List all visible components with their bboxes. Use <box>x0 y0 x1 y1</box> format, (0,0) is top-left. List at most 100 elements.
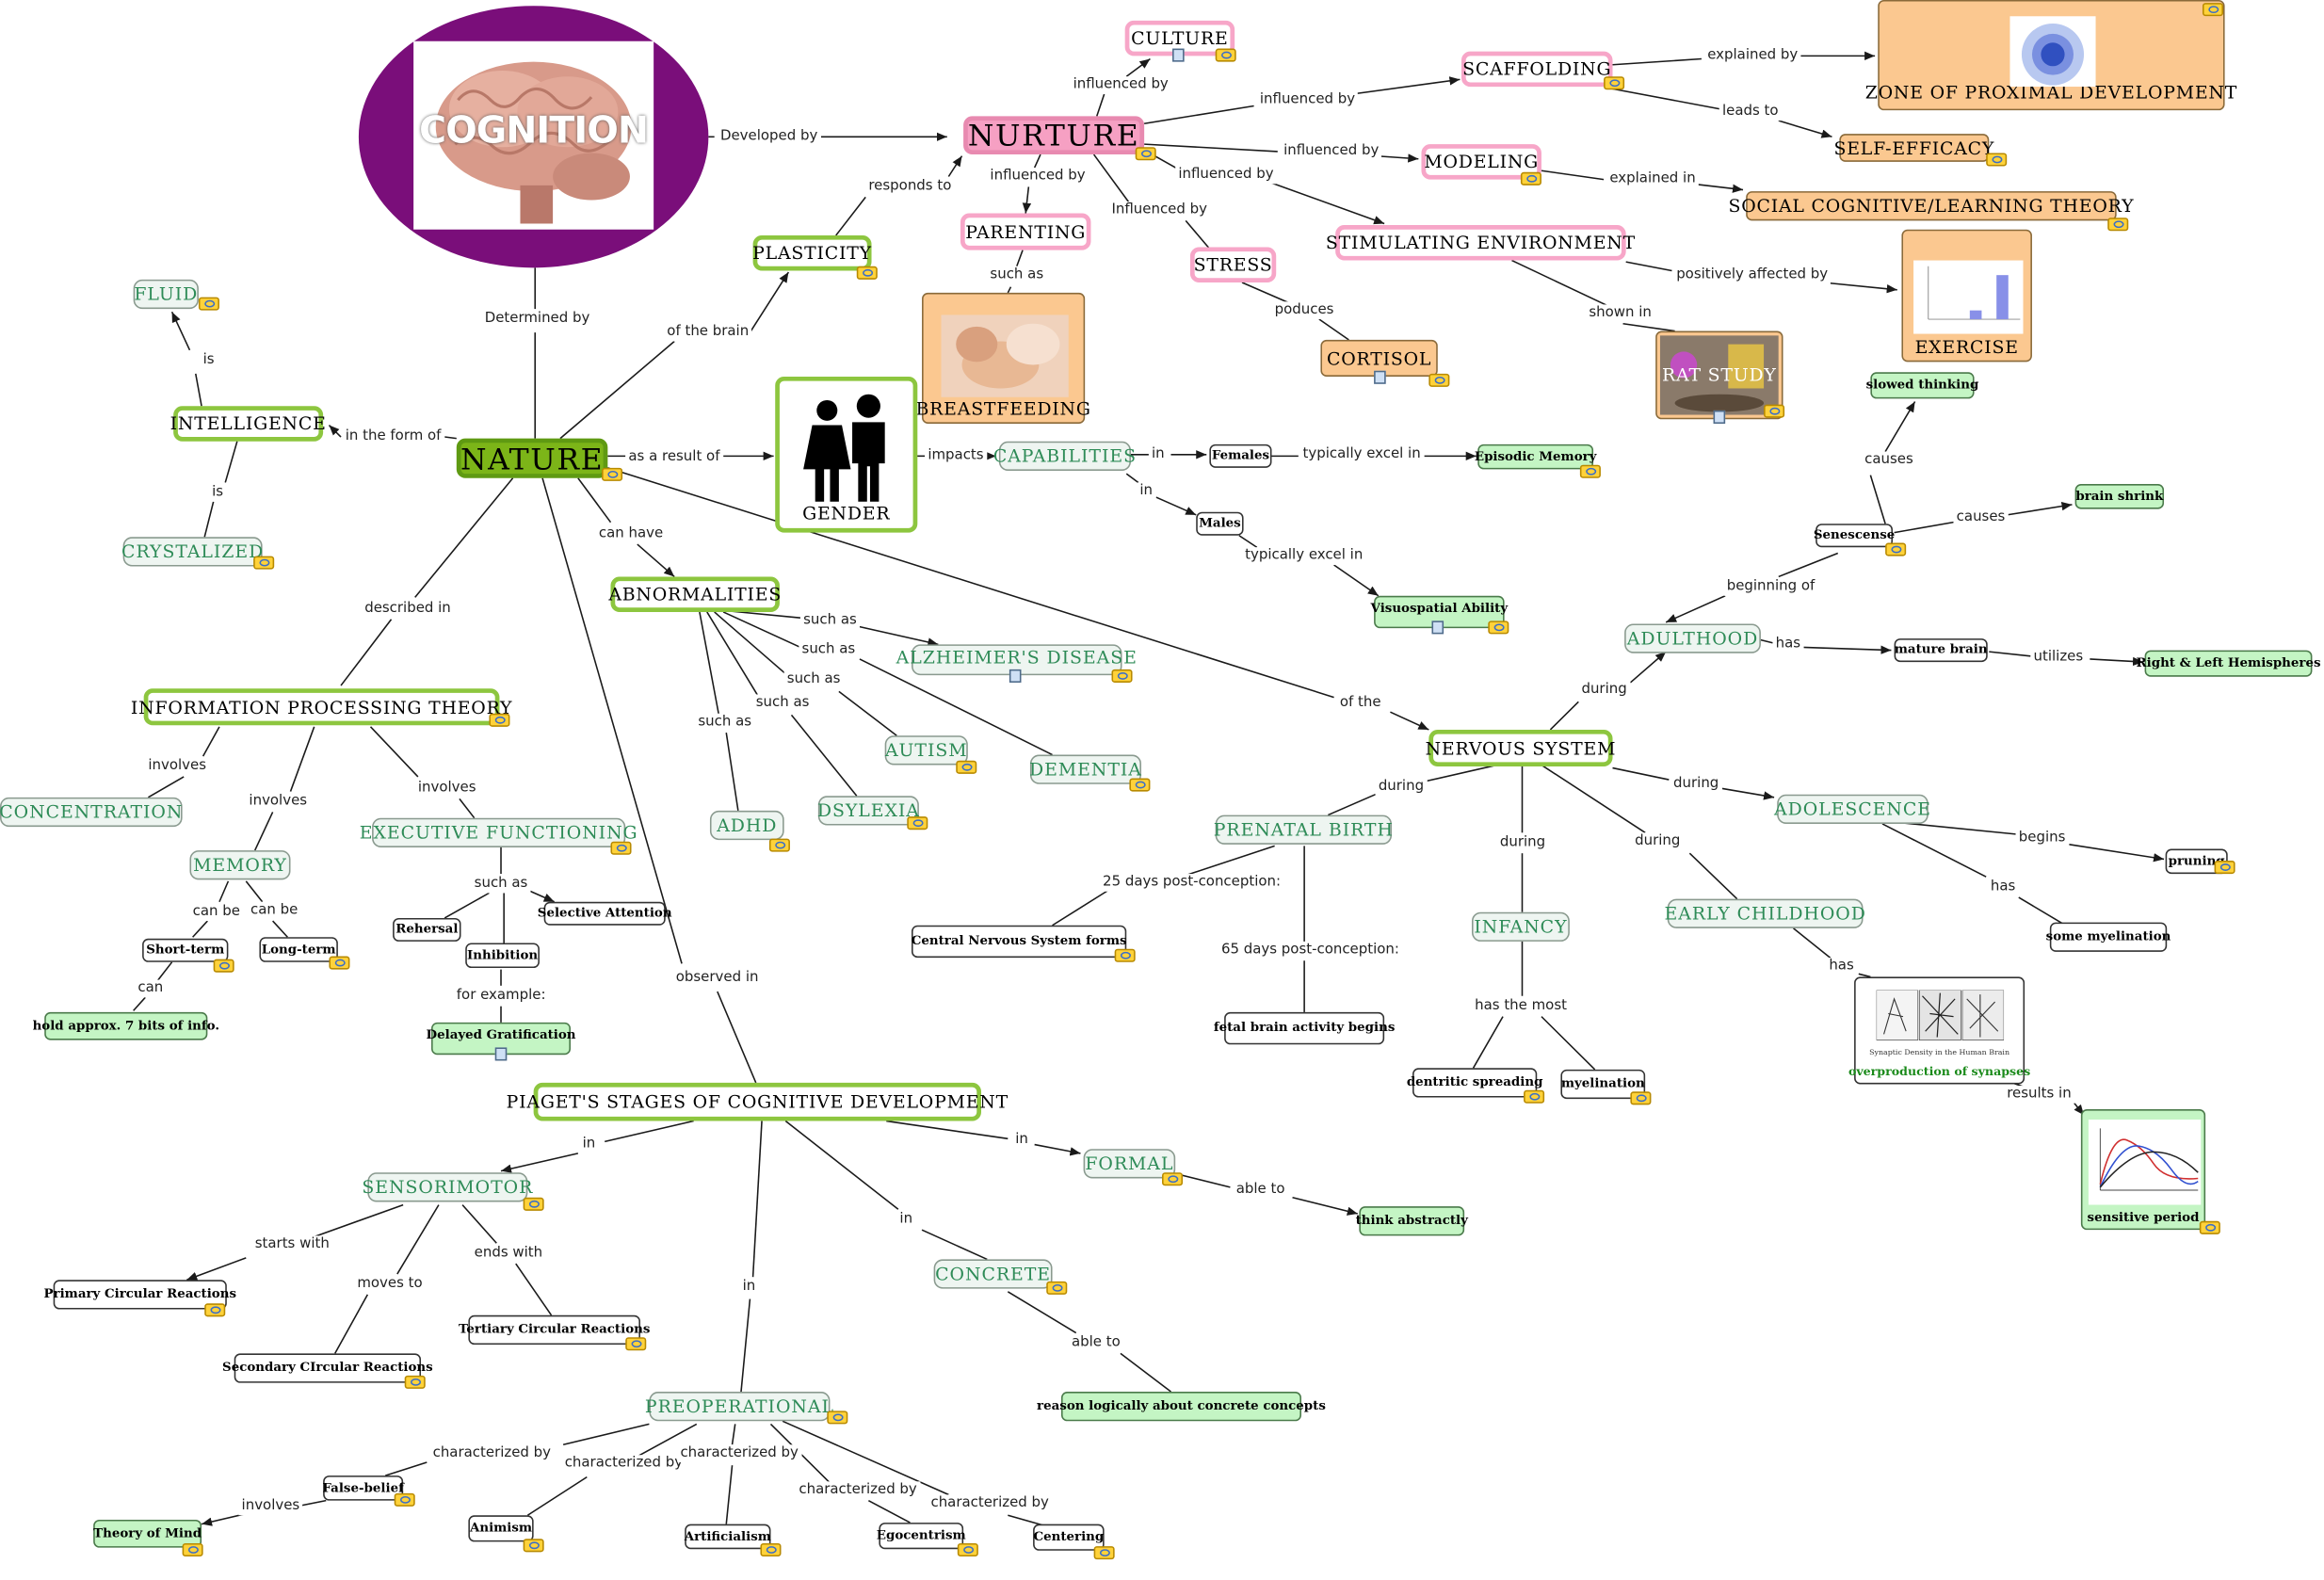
memory-node[interactable]: MEMORY <box>189 850 291 880</box>
resource-badge-icon[interactable] <box>1093 1546 1115 1560</box>
resource-badge-icon[interactable] <box>1764 404 1785 418</box>
resource-badge-icon[interactable] <box>1604 76 1625 90</box>
resource-badge-icon[interactable] <box>856 266 878 280</box>
resource-badge-icon[interactable] <box>625 1337 647 1351</box>
breastfeeding-node[interactable]: BREASTFEEDING <box>916 292 1090 424</box>
executive-functioning-node[interactable]: EXECUTIVE FUNCTIONING <box>360 817 637 847</box>
secondary-circular-node[interactable]: Secondary CIrcular Reactions <box>222 1353 433 1383</box>
self-efficacy-node[interactable]: SELF-EFFICACY <box>1834 134 1993 162</box>
resource-badge-icon[interactable] <box>253 556 275 570</box>
infancy-node[interactable]: INFANCY <box>1471 911 1570 942</box>
tertiary-circular-node[interactable]: Tertiary Circular Reactions <box>459 1314 650 1346</box>
document-icon[interactable] <box>1431 621 1444 635</box>
animism-node[interactable]: Animism <box>468 1515 534 1542</box>
resource-badge-icon[interactable] <box>204 1303 226 1317</box>
resource-badge-icon[interactable] <box>523 1197 544 1211</box>
abnormalities-node[interactable]: ABNORMALITIES <box>608 576 781 612</box>
resource-badge-icon[interactable] <box>1520 171 1541 185</box>
selective-attention-node[interactable]: Selective Attention <box>538 901 672 926</box>
formal-node[interactable]: FORMAL <box>1083 1149 1176 1179</box>
resource-badge-icon[interactable] <box>1135 147 1156 161</box>
document-icon[interactable] <box>494 1047 508 1061</box>
document-icon[interactable] <box>1009 669 1022 683</box>
resource-badge-icon[interactable] <box>1129 778 1151 792</box>
resource-badge-icon[interactable] <box>1046 1281 1068 1295</box>
senescense-node[interactable]: Senescense <box>1814 524 1895 548</box>
document-icon[interactable] <box>1374 370 1386 384</box>
stress-node[interactable]: STRESS <box>1189 247 1277 282</box>
adulthood-node[interactable]: ADULTHOOD <box>1624 623 1761 653</box>
dementia-node[interactable]: DEMENTIA <box>1029 754 1141 784</box>
reason-logically-node[interactable]: reason logically about concrete concepts <box>1037 1392 1326 1422</box>
think-abstractly-node[interactable]: think abstractly <box>1356 1206 1468 1236</box>
resource-badge-icon[interactable] <box>768 838 790 852</box>
resource-badge-icon[interactable] <box>1524 1089 1545 1104</box>
hemispheres-node[interactable]: Right & Left Hemispheres <box>2137 650 2321 677</box>
resource-badge-icon[interactable] <box>1885 542 1907 556</box>
piaget-node[interactable]: PIAGET'S STAGES OF COGNITIVE DEVELOPMENT <box>507 1082 1008 1121</box>
primary-circular-node[interactable]: Primary Circular Reactions <box>43 1280 236 1310</box>
resource-badge-icon[interactable] <box>907 816 928 830</box>
resource-badge-icon[interactable] <box>1162 1172 1184 1186</box>
social-cognitive-theory-node[interactable]: SOCIAL COGNITIVE/LEARNING THEORY <box>1729 191 2134 221</box>
myelination-node[interactable]: myelination <box>1560 1069 1646 1100</box>
resource-badge-icon[interactable] <box>1488 621 1509 635</box>
synapses-node[interactable]: Synaptic Density in the Human Brain over… <box>1848 976 2030 1085</box>
visuospatial-node[interactable]: Visuospatial Ability <box>1371 595 1508 629</box>
short-term-node[interactable]: Short-term <box>142 938 229 962</box>
resource-badge-icon[interactable] <box>2202 3 2223 17</box>
seven-bits-node[interactable]: hold approx. 7 bits of info. <box>33 1011 219 1040</box>
information-processing-node[interactable]: INFORMATION PROCESSING THEORY <box>131 688 511 726</box>
some-myelination-node[interactable]: some myelination <box>2046 922 2171 952</box>
nurture-node[interactable]: NURTURE <box>963 116 1145 155</box>
sensorimotor-node[interactable]: SENSORIMOTOR <box>362 1172 532 1202</box>
false-belief-node[interactable]: False-belief <box>322 1475 404 1501</box>
resource-badge-icon[interactable] <box>489 713 510 727</box>
long-term-node[interactable]: Long-term <box>259 937 338 962</box>
resource-badge-icon[interactable] <box>602 467 623 481</box>
resource-badge-icon[interactable] <box>956 760 977 774</box>
parenting-node[interactable]: PARENTING <box>960 213 1091 250</box>
cortisol-node[interactable]: CORTISOL <box>1320 339 1438 377</box>
document-icon[interactable] <box>1172 48 1185 62</box>
nature-node[interactable]: NATURE <box>456 438 608 478</box>
resource-badge-icon[interactable] <box>1630 1091 1652 1105</box>
resource-badge-icon[interactable] <box>329 956 350 970</box>
intelligence-node[interactable]: INTELLIGENCE <box>170 406 326 442</box>
rehersal-node[interactable]: Rehersal <box>393 917 461 942</box>
adolescence-node[interactable]: ADOLESCENCE <box>1774 794 1930 824</box>
prenatal-birth-node[interactable]: PRENATAL BIRTH <box>1214 814 1393 845</box>
resource-badge-icon[interactable] <box>610 841 632 855</box>
centering-node[interactable]: Centering <box>1033 1524 1105 1551</box>
early-childhood-node[interactable]: EARLY CHILDHOOD <box>1665 898 1865 928</box>
resource-badge-icon[interactable] <box>1579 464 1601 478</box>
cognition-node[interactable]: COGNITION <box>358 6 709 268</box>
females-node[interactable]: Females <box>1209 443 1272 468</box>
document-icon[interactable] <box>1713 410 1726 424</box>
adhd-node[interactable]: ADHD <box>709 810 784 841</box>
gender-node[interactable]: GENDER <box>775 376 918 533</box>
dendritic-spreading-node[interactable]: dentritic spreading <box>1407 1068 1542 1098</box>
fluid-node[interactable]: FLUID <box>133 279 199 310</box>
slowed-thinking-node[interactable]: slowed thinking <box>1866 372 1978 399</box>
stimulating-environment-node[interactable]: STIMULATING ENVIRONMENT <box>1326 225 1635 261</box>
preoperational-node[interactable]: PREOPERATIONAL <box>645 1392 833 1422</box>
dsylexia-node[interactable]: DSYLEXIA <box>817 796 919 826</box>
males-node[interactable]: Males <box>1196 511 1244 536</box>
theory-of-mind-node[interactable]: Theory of Mind <box>93 1519 202 1548</box>
plasticity-node[interactable]: PLASTICITY <box>752 234 872 271</box>
concentration-node[interactable]: CONCENTRATION <box>0 797 183 828</box>
resource-badge-icon[interactable] <box>1111 669 1133 683</box>
resource-badge-icon[interactable] <box>957 1542 978 1557</box>
resource-badge-icon[interactable] <box>760 1542 782 1557</box>
resource-badge-icon[interactable] <box>827 1411 848 1425</box>
zpd-node[interactable]: ZONE OF PROXIMAL DEVELOPMENT <box>1865 0 2236 111</box>
resource-badge-icon[interactable] <box>198 297 219 311</box>
scaffolding-node[interactable]: SCAFFOLDING <box>1461 51 1613 88</box>
resource-badge-icon[interactable] <box>213 959 234 973</box>
inhibition-node[interactable]: Inhibition <box>465 943 540 969</box>
egocentrism-node[interactable]: Egocentrism <box>877 1523 966 1550</box>
modeling-node[interactable]: MODELING <box>1421 144 1541 180</box>
mature-brain-node[interactable]: mature brain <box>1894 638 1988 663</box>
cns-forms-node[interactable]: Central Nervous System forms <box>912 925 1127 959</box>
